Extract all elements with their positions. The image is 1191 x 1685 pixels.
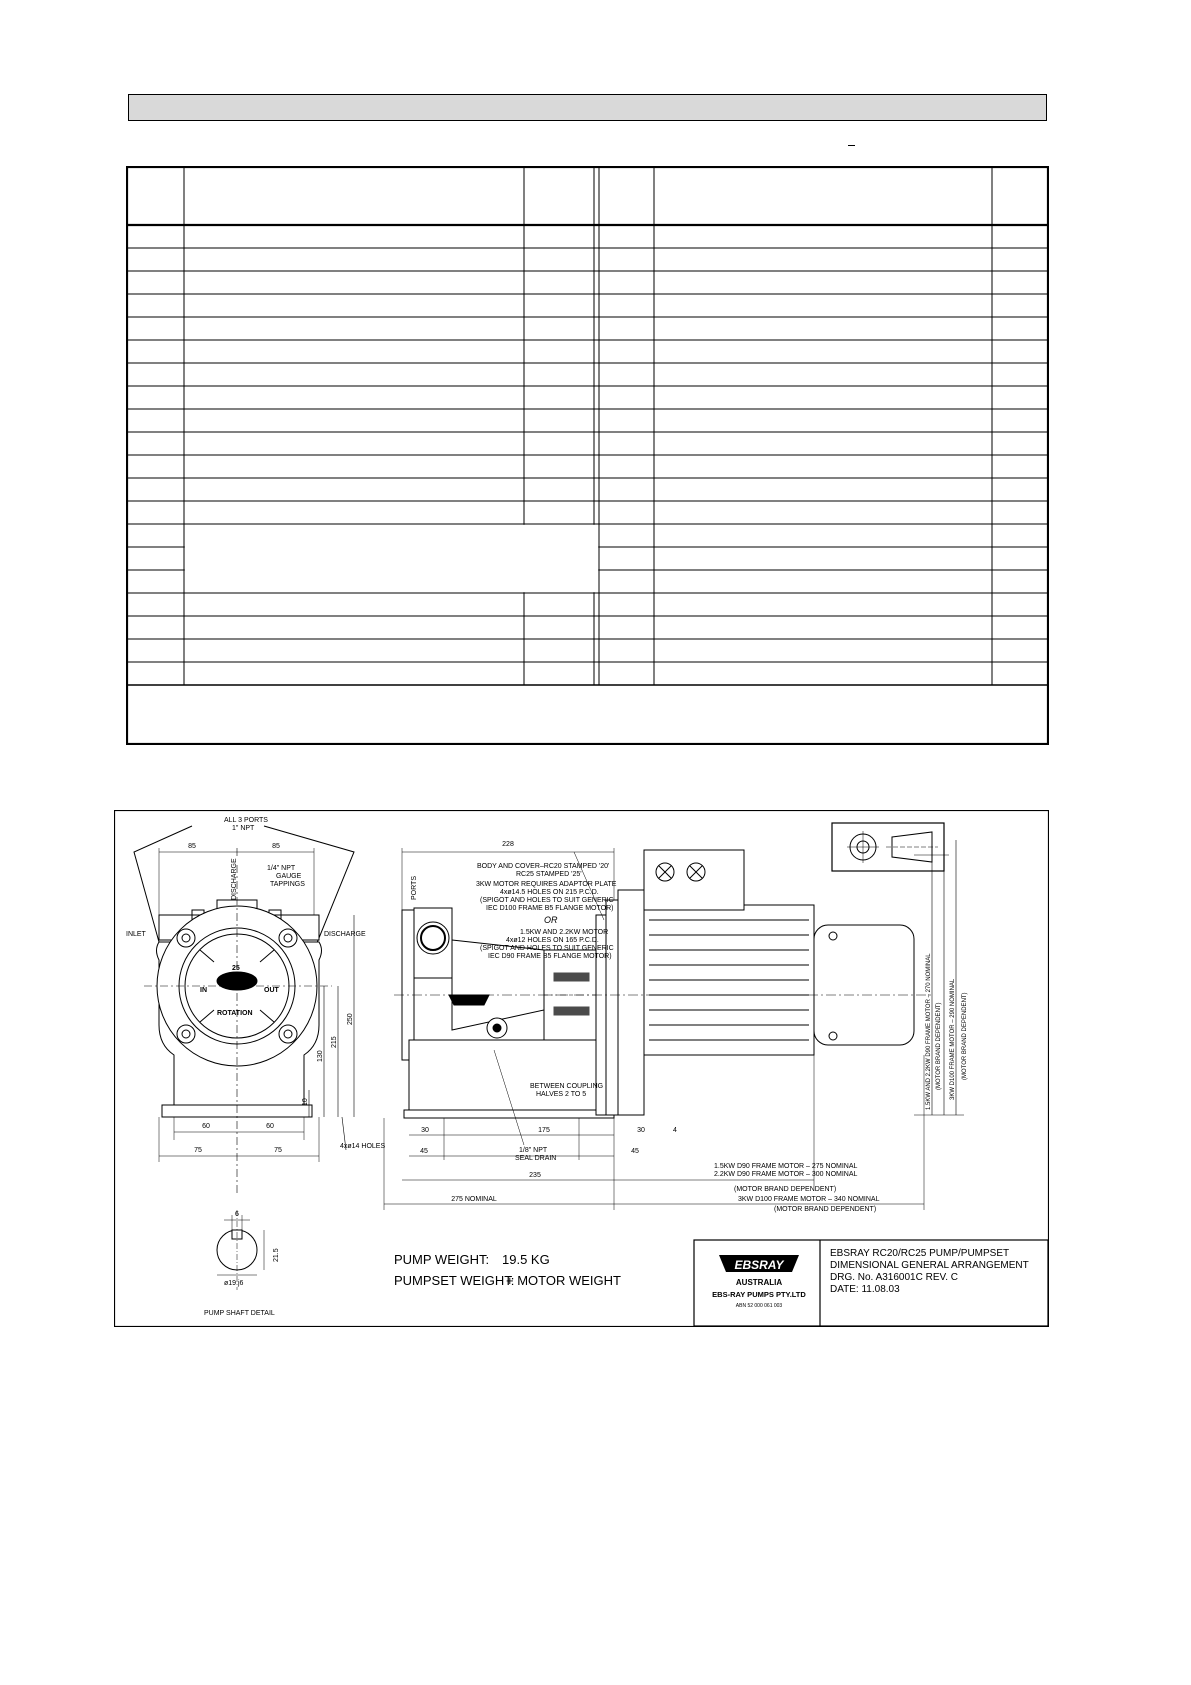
face-out-label: OUT	[264, 987, 280, 994]
callout-d90-2: 2.2KW D90 FRAME MOTOR – 300 NOMINAL	[714, 1171, 858, 1178]
general-arrangement-drawing: ALL 3 PORTS 1" NPT 85 85 DISCHARGE 1/4" …	[114, 810, 1049, 1327]
callout-brand-dep-2: (MOTOR BRAND DEPENDENT)	[774, 1206, 876, 1213]
face-number: 25	[232, 965, 240, 972]
section-header-bar	[128, 94, 1047, 121]
table-merged-cell	[184, 524, 599, 593]
callout-ports: PORTS	[411, 876, 418, 900]
dim-215: 215	[331, 1036, 338, 1048]
shaft-detail	[216, 1210, 265, 1290]
dash-mark	[848, 145, 855, 146]
drawing-border	[114, 810, 1049, 1327]
projection-symbol-icon	[831, 822, 945, 872]
callout-d100: 3KW D100 FRAME MOTOR – 340 NOMINAL	[738, 1196, 880, 1203]
face-in-label: IN	[200, 987, 207, 994]
callout-body-cover-1: BODY AND COVER–RC20 STAMPED '20'	[477, 863, 609, 870]
callout-brand-dep-1: (MOTOR BRAND DEPENDENT)	[734, 1186, 836, 1193]
pumpset-weight-value: + MOTOR WEIGHT	[506, 1273, 621, 1288]
callout-or: OR	[544, 915, 558, 925]
logo-country: AUSTRALIA	[736, 1278, 782, 1287]
callout-3kw-2: 4xø14.5 HOLES ON 215 P.C.D.	[500, 889, 599, 896]
dim-75-left: 75	[194, 1147, 202, 1154]
dim-30-left: 30	[421, 1127, 429, 1134]
company-logo: EBSRAY	[719, 1255, 799, 1272]
dim-85-left: 85	[188, 843, 196, 850]
callout-15kw-4: IEC D90 FRAME B5 FLANGE MOTOR)	[488, 953, 612, 960]
parts-list-table	[126, 166, 1049, 745]
dim-4: 4	[673, 1127, 677, 1134]
callout-15kw-1: 1.5KW AND 2.2KW MOTOR	[520, 929, 608, 936]
side-view	[383, 840, 964, 1210]
face-rotation-label: ROTATION	[217, 1010, 253, 1017]
dim-6: 6	[235, 1211, 239, 1218]
dim-130: 130	[317, 1050, 324, 1062]
callout-inlet: INLET	[126, 931, 147, 938]
callout-gauge-2: GAUGE	[276, 873, 302, 880]
callout-right-v1: 1.5KW AND 2.2KW D90 FRAME MOTOR – 270 NO…	[926, 953, 932, 1110]
callout-coupling-2: HALVES 2 TO 5	[536, 1091, 586, 1098]
dim-75-right: 75	[274, 1147, 282, 1154]
title-line-1: EBSRAY RC20/RC25 PUMP/PUMPSET	[830, 1248, 1009, 1259]
front-view-labels: ALL 3 PORTS 1" NPT 85 85 DISCHARGE 1/4" …	[126, 817, 385, 1154]
dim-85-right: 85	[272, 843, 280, 850]
callout-holes: 4xø14 HOLES	[340, 1143, 385, 1150]
callout-1-npt: 1" NPT	[232, 825, 255, 832]
company-name: EBS-RAY PUMPS PTY.LTD	[712, 1290, 806, 1299]
callout-seal-drain-2: SEAL DRAIN	[515, 1155, 556, 1162]
shaft-detail-caption: PUMP SHAFT DETAIL	[204, 1310, 275, 1317]
drawing-number: DRG. No. A316001C REV. C	[830, 1272, 958, 1283]
callout-seal-drain-1: 1/8" NPT	[519, 1147, 548, 1154]
front-view	[133, 825, 355, 1195]
title-line-2: DIMENSIONAL GENERAL ARRANGEMENT	[830, 1260, 1029, 1271]
callout-3kw-1: 3KW MOTOR REQUIRES ADAPTOR PLATE	[476, 881, 617, 888]
side-view-labels: PORTS 228 BODY AND COVER–RC20 STAMPED '2…	[411, 841, 968, 1213]
callout-coupling-1: BETWEEN COUPLING	[530, 1083, 603, 1090]
dim-45-right: 45	[631, 1148, 639, 1155]
pump-weight-value: 19.5 KG	[502, 1252, 550, 1267]
dim-250: 250	[347, 1013, 354, 1025]
callout-3kw-3: (SPIGOT AND HOLES TO SUIT GENERIC	[480, 897, 614, 904]
shaft-diameter: ø19 j6	[224, 1280, 244, 1287]
dim-60-right: 60	[266, 1123, 274, 1130]
callout-d90-1: 1.5KW D90 FRAME MOTOR – 275 NOMINAL	[714, 1163, 858, 1170]
callout-all-ports: ALL 3 PORTS	[224, 817, 268, 824]
dim-228: 228	[502, 841, 514, 848]
dim-175: 175	[538, 1127, 550, 1134]
dim-45-left: 45	[420, 1148, 428, 1155]
dim-275-nominal: 275 NOMINAL	[451, 1196, 497, 1203]
logo-text: EBSRAY	[734, 1258, 784, 1272]
company-abn: ABN 52 000 061 003	[736, 1303, 783, 1309]
callout-3kw-4: IEC D100 FRAME B5 FLANGE MOTOR)	[486, 905, 613, 912]
callout-15kw-3: (SPIGOT AND HOLES TO SUIT GENERIC	[480, 945, 614, 952]
callout-right-v4: (MOTOR BRAND DEPENDENT)	[962, 992, 968, 1080]
dim-10: 10	[302, 1098, 309, 1106]
dim-21-5: 21.5	[273, 1248, 280, 1262]
pumpset-weight-label: PUMPSET WEIGHT:	[394, 1273, 514, 1288]
dim-30-right: 30	[637, 1127, 645, 1134]
callout-discharge-vertical: DISCHARGE	[231, 858, 238, 900]
callout-15kw-2: 4xø12 HOLES ON 165 P.C.D.	[506, 937, 599, 944]
callout-body-cover-2: RC25 STAMPED '25'	[516, 871, 582, 878]
dim-235: 235	[529, 1172, 541, 1179]
callout-gauge-3: TAPPINGS	[270, 881, 305, 888]
dim-60-left: 60	[202, 1123, 210, 1130]
title-block	[693, 1239, 1049, 1327]
drawing-date: DATE: 11.08.03	[830, 1284, 900, 1295]
callout-right-v2: (MOTOR BRAND DEPENDENT)	[936, 1002, 942, 1090]
pump-weight-label: PUMP WEIGHT:	[394, 1252, 489, 1267]
callout-right-v3: 3KW D100 FRAME MOTOR – 290 NOMINAL	[950, 978, 956, 1100]
callout-discharge: DISCHARGE	[324, 931, 366, 938]
callout-gauge-1: 1/4" NPT	[267, 865, 296, 872]
